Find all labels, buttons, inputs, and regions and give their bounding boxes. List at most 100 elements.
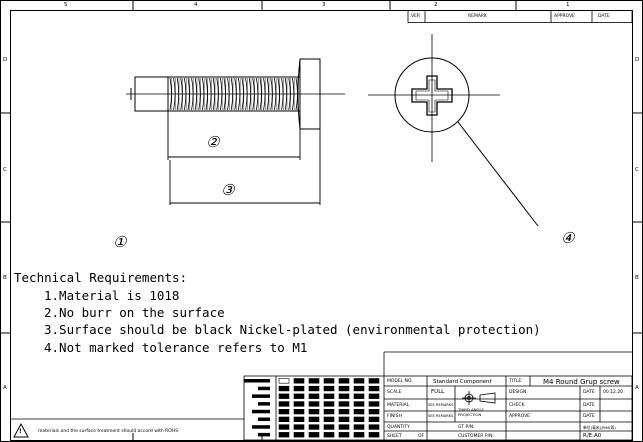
sheet-of-label: OF [418,434,425,439]
matrix-cell [368,416,380,422]
callout-2: ② [206,133,220,151]
approve-date-label: DATE [583,414,595,419]
matrix-cell [308,408,320,415]
screw-head-view [368,34,539,227]
matrix-cell [308,424,320,430]
thread-crest [234,77,237,111]
callout-4: ④ [561,229,575,247]
matrix-cell [338,416,350,422]
matrix-cell [353,424,365,430]
thread-crest [202,77,205,111]
callout-1: ① [113,233,127,251]
tech-heading: Technical Requirements: [14,270,188,285]
warning-icon [13,422,29,438]
matrix-cell [368,408,380,415]
thread-crest [205,77,208,111]
matrix-cell [278,408,290,415]
matrix-cell [338,432,350,438]
matrix-cell [323,416,335,422]
matrix-cell [368,393,380,399]
zone-row-c-right: C [635,167,639,173]
rev-ver-label: VER [411,14,421,19]
matrix-cell [308,416,320,422]
matrix-cell [293,432,305,438]
matrix-cell [353,408,365,415]
thread-crest [223,77,226,111]
thread-crest [230,77,234,111]
gt-pn-label: GT P/N: [458,425,475,430]
tech-item-1: 1.Material is 1018 [44,288,180,303]
warning-mark: ! [19,428,22,435]
thread-crest [227,77,230,111]
tech-item-4: 4.Not marked tolerance refers to M1 [44,340,308,355]
matrix-cell [368,424,380,430]
thread-crest [245,77,248,111]
matrix-cell [338,393,350,399]
matrix-cell [308,378,320,384]
thread-crest [259,77,262,111]
material-value: SEE REMARKS [428,403,454,407]
zone-row-d-right: D [635,57,640,63]
zone-row-d-left: D [3,57,8,63]
tech-item-3: 3.Surface should be black Nickel-plated … [44,322,541,337]
rev-remark-label: REMARK [468,14,488,19]
customer-pn-label: CUSTOMER P/N: [458,434,494,439]
matrix-cell [368,432,380,438]
matrix-cell [338,408,350,415]
matrix-cell [278,401,290,407]
thread-crest [292,77,295,111]
matrix-cell [278,432,290,438]
design-date-label: DATE [583,390,595,395]
thread-crest [220,77,223,111]
matrix-header-bar [252,409,270,414]
inner-border [10,10,633,441]
matrix-cell [293,401,305,407]
rev-date-label: DATE [598,14,610,19]
thread-crest [248,77,252,111]
zone-col-1: 1 [566,2,570,8]
thread-crest [169,77,172,111]
zone-col-3: 3 [322,2,326,8]
thread-crest [277,77,280,111]
thread-crest [216,77,219,111]
matrix-cell [323,378,335,384]
matrix-cell [278,385,290,392]
matrix-header-bar [244,379,270,383]
zone-col-5: 5 [64,2,68,8]
approve-label: APPROVE [509,414,531,419]
matrix-cell [353,393,365,399]
revision-matrix [244,378,380,438]
matrix-header-bar [252,425,270,429]
zone-row-b-left: B [3,275,7,281]
matrix-cell [308,432,320,438]
thread-crest [284,77,288,111]
thread-crest [180,77,183,111]
matrix-header-bar [258,432,270,437]
thread-crest [281,77,284,111]
zone-row-c-left: C [3,167,7,173]
drawing-title: M4 Round Grup screw [543,378,620,386]
design-date-value: 00.12.20 [603,390,624,395]
check-label: CHECK [509,403,525,408]
matrix-cell [353,378,365,384]
matrix-cell [293,378,305,384]
matrix-cell [278,424,290,430]
matrix-cell [368,401,380,407]
thread-crest [184,77,187,111]
matrix-cell [308,401,320,407]
matrix-cell [323,401,335,407]
matrix-cell [353,432,365,438]
matrix-cell [338,424,350,430]
thread-crest [187,77,190,111]
matrix-cell [293,385,305,392]
title-label: TITLE: [509,379,523,384]
thread-crest [191,77,194,111]
matrix-cell [293,393,305,399]
matrix-cell [368,378,380,384]
thread-crest [238,77,241,111]
projection-label: THIRD ANGLE PROJECTION [458,407,484,417]
matrix-cell [278,378,290,384]
zone-col-4: 4 [194,2,198,8]
thread-crest [274,77,277,111]
callout-3: ③ [221,181,235,199]
